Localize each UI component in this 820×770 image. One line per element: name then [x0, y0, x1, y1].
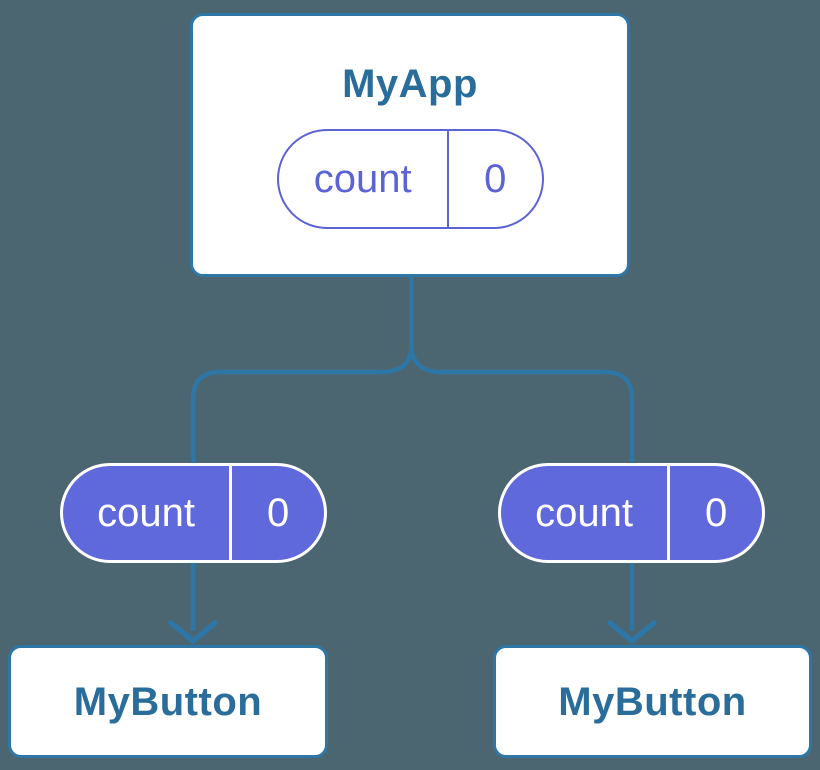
- prop-name-left: count: [63, 466, 233, 560]
- root-component-title: MyApp: [342, 62, 478, 106]
- child-component-title-right: MyButton: [558, 679, 747, 724]
- arrowhead-left-icon: [168, 620, 218, 644]
- prop-name-right: count: [501, 466, 671, 560]
- child-component-title-left: MyButton: [73, 679, 263, 724]
- root-state-pill: count 0: [276, 129, 544, 229]
- connector-branch-right: [409, 344, 635, 631]
- child-component-card-right: MyButton: [493, 645, 812, 758]
- root-component-card: MyApp count 0: [190, 13, 630, 277]
- prop-value-right: 0: [704, 490, 728, 535]
- child-component-card-left: MyButton: [8, 645, 328, 758]
- prop-value-left: 0: [266, 490, 290, 535]
- root-state-name: count: [279, 131, 449, 227]
- connector-branch-left: [190, 344, 414, 631]
- prop-pill-right: count 0: [498, 463, 765, 563]
- arrowhead-right-icon: [607, 620, 657, 644]
- root-state-value: 0: [484, 156, 507, 201]
- prop-pill-left: count 0: [60, 463, 327, 563]
